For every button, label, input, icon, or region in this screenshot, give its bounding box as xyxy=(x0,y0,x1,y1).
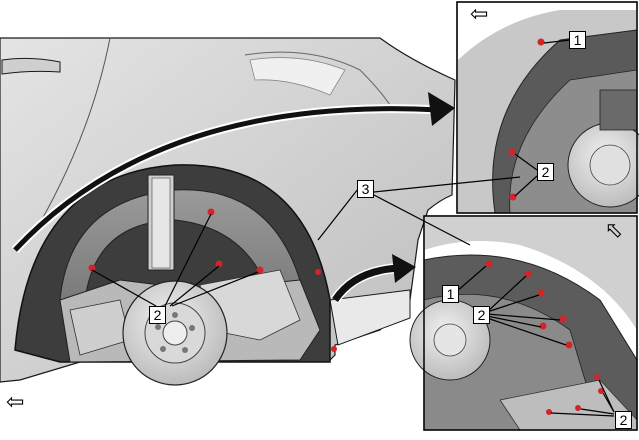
pointer-arrow-bottom xyxy=(330,254,416,303)
fastener-marker xyxy=(509,193,517,201)
fastener-marker xyxy=(565,341,573,349)
leader-lines xyxy=(91,39,615,417)
callout-1-inset-top: 1 xyxy=(569,31,586,49)
fastener-marker xyxy=(524,270,532,278)
fastener-marker xyxy=(256,266,264,274)
fastener-marker xyxy=(207,208,215,216)
callout-2-main: 2 xyxy=(149,306,166,324)
fastener-marker xyxy=(485,260,493,268)
inset-bottom xyxy=(409,215,638,431)
fastener-marker xyxy=(539,322,547,330)
fastener-marker xyxy=(546,409,552,415)
callout-1-inset-bottom: 1 xyxy=(442,285,459,303)
inset-top xyxy=(456,1,639,214)
left-arrow-icon: ⇦ xyxy=(6,390,25,415)
fastener-marker xyxy=(559,315,567,323)
fastener-marker xyxy=(215,260,223,268)
pointer-arrow-top xyxy=(11,92,455,254)
callout-2-inset-bottom-lower: 2 xyxy=(615,411,632,429)
fastener-marker xyxy=(575,405,581,411)
fastener-marker xyxy=(88,264,96,272)
fastener-marker xyxy=(537,289,545,297)
callout-3: 3 xyxy=(357,180,374,198)
fastener-marker xyxy=(331,346,337,352)
main-fasteners xyxy=(88,208,337,352)
fastener-marker xyxy=(594,374,600,380)
fastener-marker xyxy=(508,148,516,156)
fastener-marker xyxy=(537,38,545,46)
fastener-marker xyxy=(315,269,321,275)
fastener-marker xyxy=(598,388,604,394)
callout-2-inset-bottom-upper: 2 xyxy=(473,306,490,324)
callout-2-inset-top: 2 xyxy=(537,163,554,181)
left-arrow-icon: ⇦ xyxy=(470,2,489,27)
